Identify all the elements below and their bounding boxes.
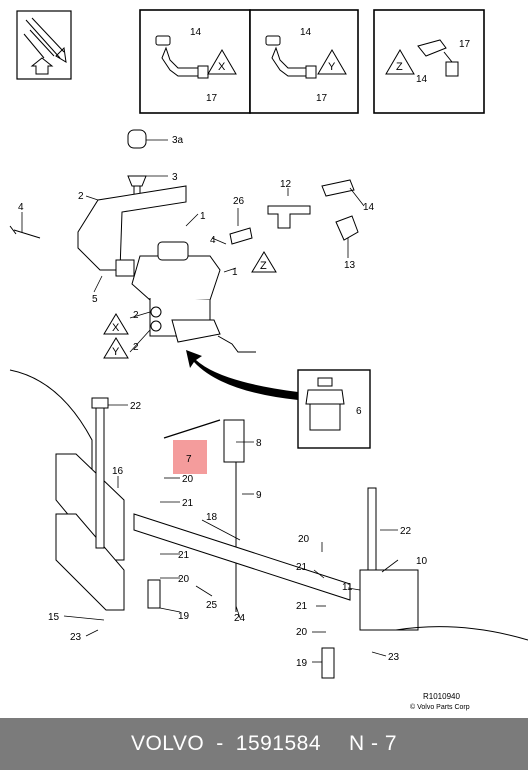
callout-6: 6 <box>356 406 362 417</box>
variant-y-marker: Y <box>112 346 120 358</box>
callout-22: 22 <box>130 401 142 412</box>
callout-15: 15 <box>48 612 60 623</box>
callout-12: 12 <box>280 179 292 190</box>
legend-box-variant-y: 14 17 Y <box>249 9 359 114</box>
callout-21b: 21 <box>178 550 190 561</box>
exploded-parts-diagram: 14 17 X 14 17 Y 17 14 Z <box>9 9 528 711</box>
callout-21c: 21 <box>296 562 308 573</box>
callout-19b: 19 <box>296 658 308 669</box>
valve-assembly <box>9 129 359 353</box>
variant-triangles: Z X Y <box>103 251 277 359</box>
callout-23b: 23 <box>388 652 400 663</box>
callout-21: 21 <box>182 498 194 509</box>
callout-3: 3 <box>172 172 178 183</box>
copyright-notice: © Volvo Parts Corp <box>410 703 470 711</box>
callout-20d: 20 <box>296 627 308 638</box>
callout-11: 11 <box>342 582 353 593</box>
callout-24: 24 <box>234 613 246 624</box>
highlighted-part-7: 7 <box>163 419 221 474</box>
callout-8: 8 <box>256 438 262 449</box>
callout-4: 4 <box>18 202 24 213</box>
callout-3a: 3a <box>172 135 184 146</box>
callout-26: 26 <box>233 196 245 207</box>
legend-label-17: 17 <box>459 39 471 50</box>
callout-25: 25 <box>206 600 218 611</box>
legend-box-variant-z: 17 14 Z <box>373 9 485 114</box>
legend-variant-x: X <box>218 61 226 73</box>
leader-lines <box>21 139 365 353</box>
legend-label-14: 14 <box>190 27 202 38</box>
callout-20b: 20 <box>178 574 190 585</box>
variant-x-marker: X <box>112 322 120 334</box>
variant-z-marker: Z <box>260 260 267 272</box>
callout-1b: 1 <box>232 267 238 278</box>
lower-linkage <box>9 369 528 679</box>
callout-2c: 2 <box>133 342 139 353</box>
footer-separator: - <box>216 732 224 755</box>
legend-box-variant-x: 14 17 X <box>139 9 251 114</box>
brand-name: VOLVO <box>130 732 205 755</box>
arrow-and-inset: 6 <box>186 350 371 449</box>
callout-14: 14 <box>363 202 375 213</box>
callouts-top: 3a 3 2 1 4 5 26 12 14 13 1 4 2 2 <box>18 135 375 353</box>
drawing-ref: R1010940 <box>423 692 460 701</box>
callout-4b: 4 <box>210 235 216 246</box>
callout-20: 20 <box>182 474 194 485</box>
callout-5: 5 <box>92 294 98 305</box>
legend-label-14: 14 <box>300 27 312 38</box>
legend-variant-y: Y <box>328 61 336 73</box>
callout-19: 19 <box>178 611 190 622</box>
callout-7: 7 <box>186 454 192 465</box>
page-reference: N - 7 <box>349 732 398 755</box>
callout-16: 16 <box>112 466 124 477</box>
legend-label-17: 17 <box>206 93 218 104</box>
callout-10: 10 <box>416 556 428 567</box>
callouts-lower: 22 16 20 21 18 21 20 25 24 19 15 23 8 9 … <box>48 401 428 669</box>
legend-label-17: 17 <box>316 93 328 104</box>
part-footer-bar: VOLVO - 1591584 N - 7 <box>0 718 528 770</box>
callout-21d: 21 <box>296 601 308 612</box>
callout-20c: 20 <box>298 534 310 545</box>
leader-lines-lower <box>63 404 399 663</box>
callout-22b: 22 <box>400 526 412 537</box>
callout-2b: 2 <box>133 310 139 321</box>
callout-9: 9 <box>256 490 262 501</box>
callout-13: 13 <box>344 260 356 271</box>
part-number: 1591584 <box>235 732 322 755</box>
callout-18: 18 <box>206 512 218 523</box>
orientation-icon <box>16 10 72 80</box>
legend-label-14: 14 <box>416 74 428 85</box>
legend-variant-z: Z <box>396 61 403 73</box>
callout-2: 2 <box>78 191 84 202</box>
callout-1: 1 <box>200 211 206 222</box>
callout-23: 23 <box>70 632 82 643</box>
